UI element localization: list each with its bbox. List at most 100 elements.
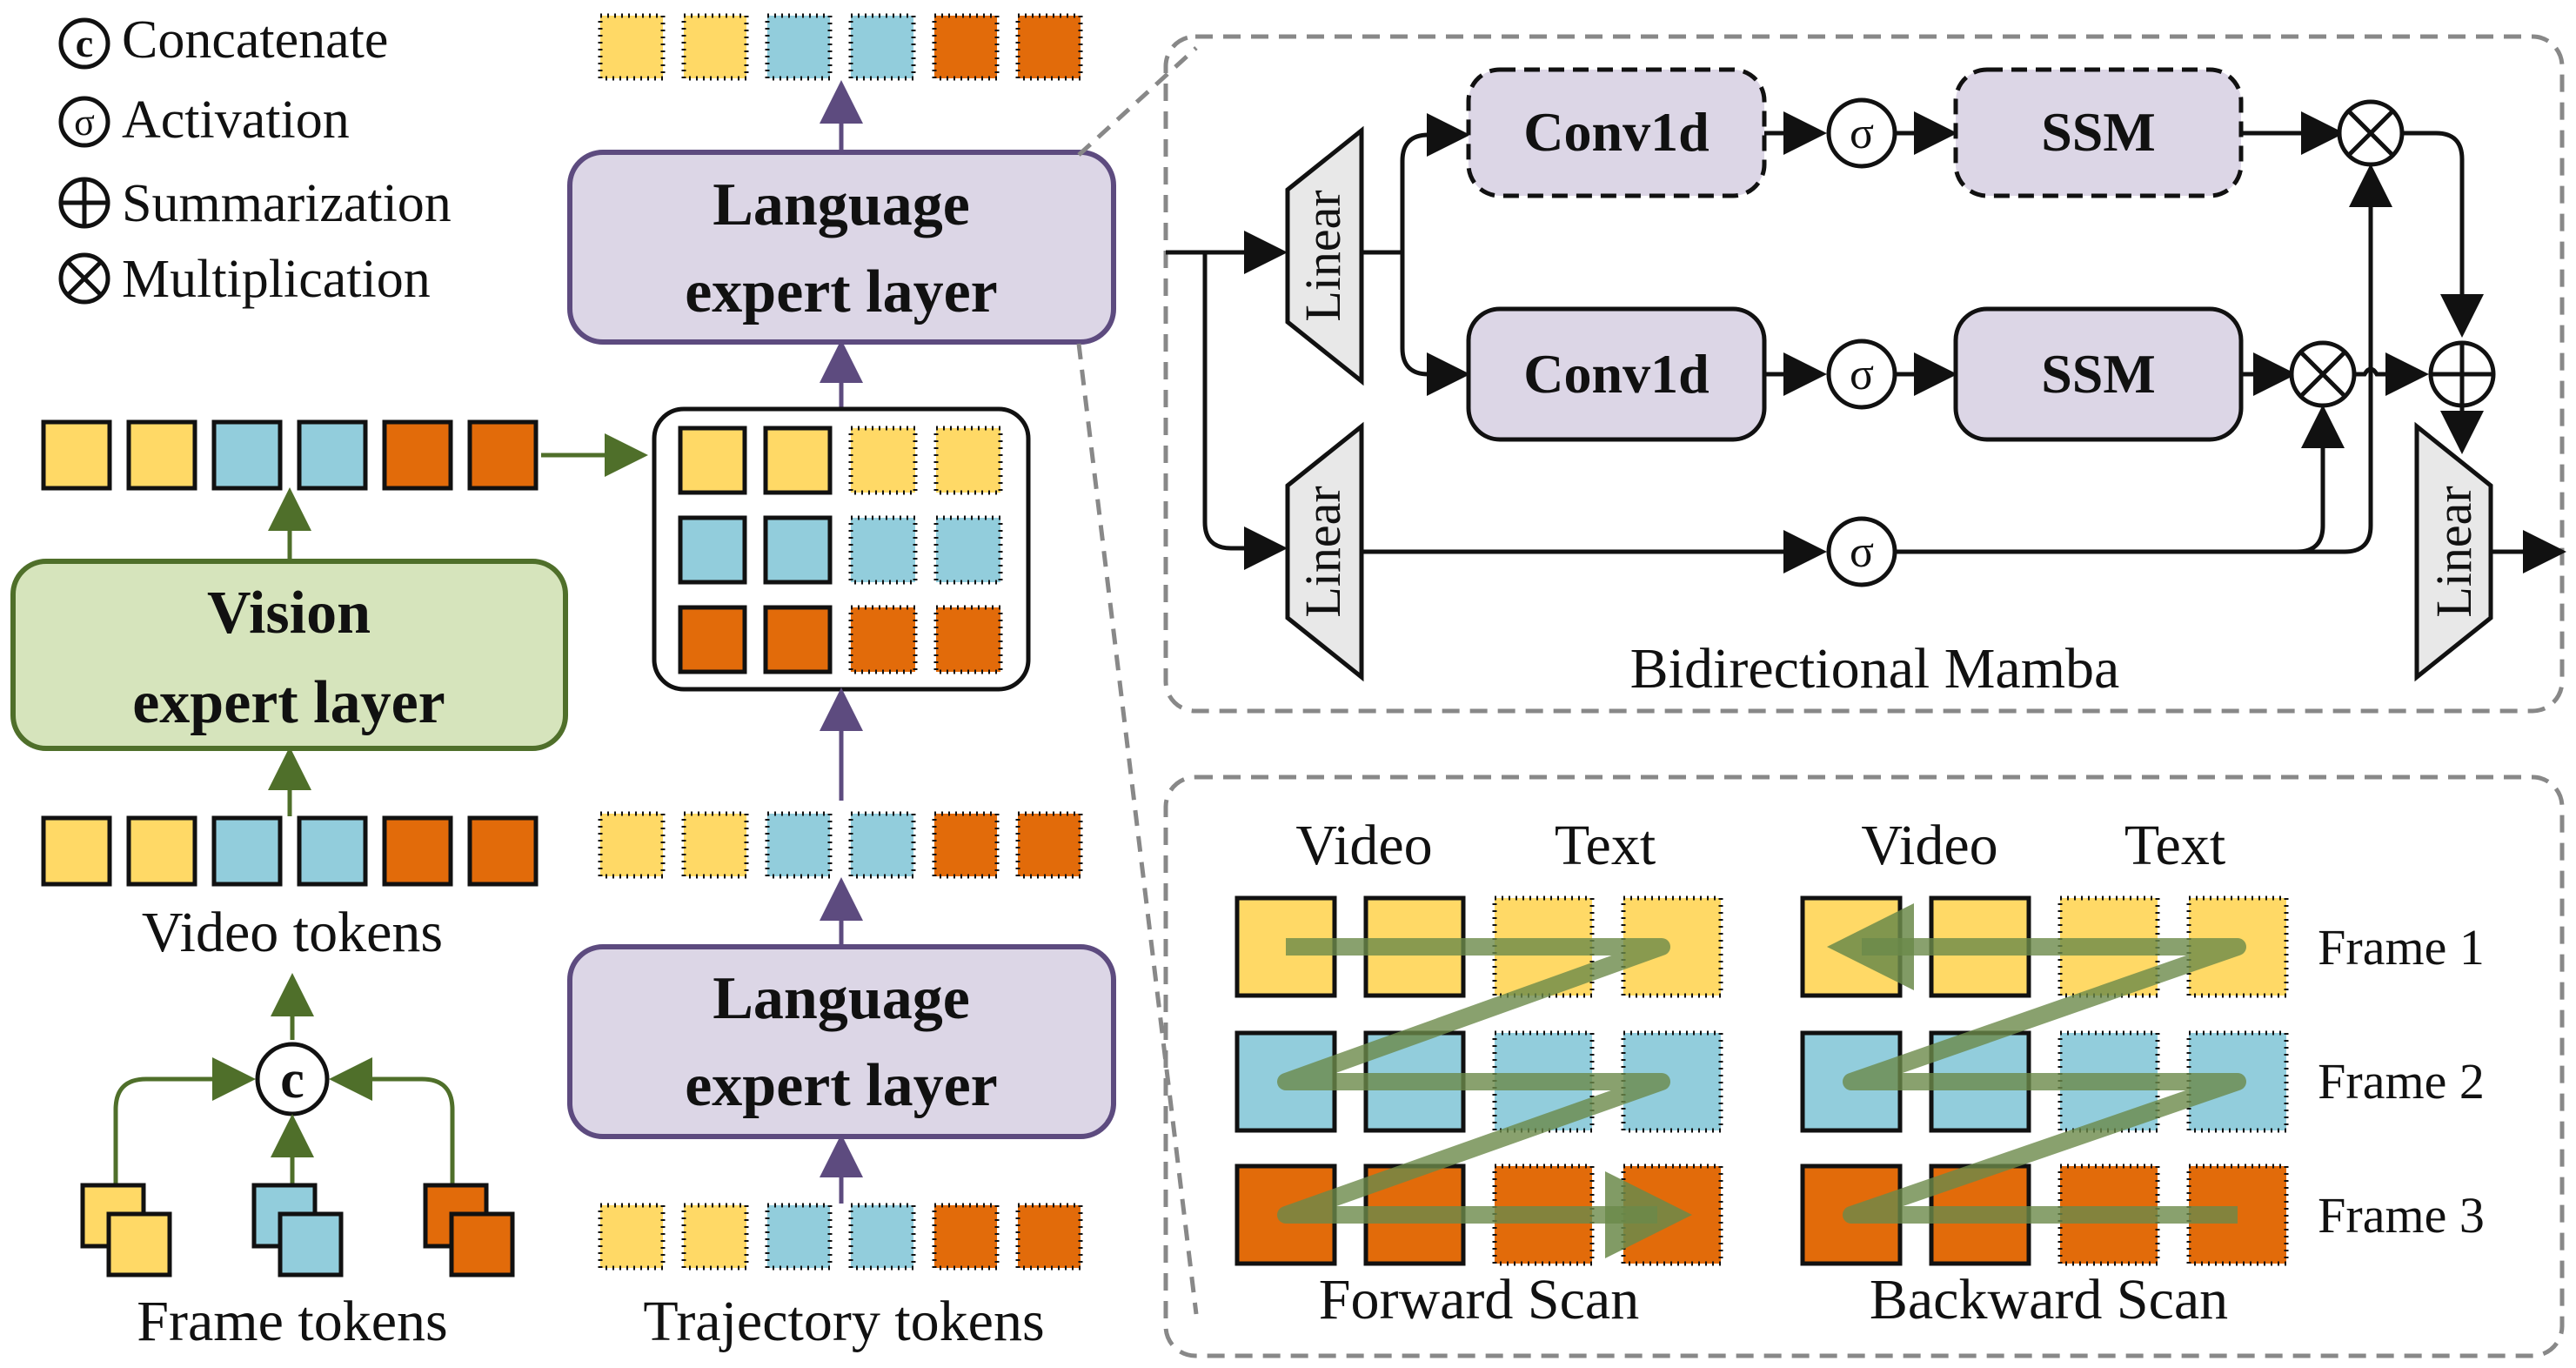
token-orange-dotted [1015,811,1083,879]
token-yellow [126,815,197,887]
backward-video-header: Video [1861,814,1997,877]
bidirectional-mamba-panel: Linear Linear Linear Conv1d σ SSM Conv1d… [1163,34,2566,714]
forward-video-header: Video [1295,814,1432,877]
token-yellow-dotted [598,13,666,81]
concat-grid-tokens [678,426,1003,674]
token-yellow [41,815,112,887]
linear-top-label: Linear [1295,190,1351,321]
frame-2-label: Frame 2 [2318,1053,2485,1110]
trajectory-tokens-label: Trajectory tokens [643,1290,1044,1353]
vision-expert-title: Vision [207,580,371,647]
mamba-title: Bidirectional Mamba [1630,637,2120,701]
linear-gate-label: Linear [1295,486,1351,617]
frame-token-yellow [80,1183,172,1277]
token-orange [678,605,747,674]
vision-branch: Vision expert layer Video tokens c [10,419,648,1353]
token-blue-dotted [933,515,1003,585]
token-blue [763,515,833,585]
token-orange-dotted [932,811,1000,879]
token-blue-dotted [848,1203,916,1271]
activation-legend-item: σ Activation [58,91,350,150]
token-blue-dotted [765,811,833,879]
linear-top-block [1285,125,1364,386]
token-orange [467,815,539,887]
token-orange-dotted [848,605,918,674]
token-yellow-dotted [933,426,1003,495]
token-blue [297,419,368,491]
token-yellow-dotted [681,1203,749,1271]
sum-node [2428,340,2496,408]
concat-legend-label: Concatenate [122,10,388,70]
token-blue-dotted [848,811,916,879]
backward-scan-arrow [1827,903,2246,1224]
token-yellow [678,426,747,495]
token-yellow [126,419,197,491]
token-blue-dotted [848,515,918,585]
token-orange-dotted [1015,1203,1083,1271]
language-expert-top-subtitle: expert layer [685,258,998,325]
multiplication-legend-item: Multiplication [58,250,431,309]
token-blue [297,815,368,887]
sigma-top-symbol: σ [1850,109,1874,158]
zoom-connector-top [1077,46,1198,157]
multiply-top-node [2337,99,2405,167]
language-expert-top-title: Language [713,171,970,238]
legend: c Concatenate σ Activation Summarization… [58,10,452,309]
forward-scan-label: Forward Scan [1319,1268,1639,1331]
token-blue-dotted [765,1203,833,1271]
frame-3-label: Frame 3 [2318,1187,2485,1244]
language-expert-bottom-subtitle: expert layer [685,1052,998,1119]
frame-token-blue [251,1183,344,1277]
concat-node-symbol: c [280,1050,304,1110]
token-orange-dotted [933,605,1003,674]
arrow-frame-left [113,1057,256,1184]
frame-1-label: Frame 1 [2318,919,2485,976]
vision-expert-subtitle: expert layer [132,669,445,736]
intermediate-tokens [598,811,1083,879]
sigma-gate-symbol: σ [1850,527,1874,577]
token-orange [382,815,453,887]
token-yellow [763,426,833,495]
video-tokens-label: Video tokens [142,901,443,964]
mamba-panel-frame [1163,34,2565,714]
summarization-legend-label: Summarization [122,174,452,233]
video-tokens [41,815,539,887]
scan-panel-frame [1163,775,2565,1358]
frame-token-orange [423,1183,515,1277]
token-yellow-dotted [598,811,666,879]
token-yellow-dotted [681,811,749,879]
token-blue-dotted [765,13,833,81]
linear-output-block [2414,421,2493,682]
conv1d-bottom-label: Conv1d [1523,343,1709,405]
conv1d-top-block [1466,67,1767,198]
activation-icon-symbol: σ [74,101,95,144]
token-blue [211,815,283,887]
vision-output-tokens [41,419,539,491]
scan-panel: Video Text Video Text [1163,775,2565,1358]
token-blue [211,419,283,491]
token-orange [763,605,833,674]
token-orange-dotted [932,1203,1000,1271]
zoom-connector-bottom [1076,343,1199,1315]
mul-bottom-to-sum [2354,352,2429,396]
concat-icon-symbol: c [76,21,93,65]
multiply-bottom-node [2289,340,2357,408]
times-circle-icon [58,252,110,305]
token-yellow-dotted [598,1203,666,1271]
activation-icon [58,96,110,148]
forward-scan-arrow [1277,938,1692,1258]
plus-circle-icon [58,177,110,229]
backward-text-header: Text [2124,814,2225,877]
gate-to-mul-top [2297,164,2392,554]
conv1d-top-label: Conv1d [1523,101,1709,163]
linear-gate-block [1285,421,1364,682]
token-yellow-dotted [848,426,918,495]
token-orange-dotted [1015,13,1083,81]
token-orange [467,419,539,491]
trajectory-tokens [598,1203,1083,1271]
forward-text-header: Text [1555,814,1656,877]
linear-top-to-backward [1400,252,1470,396]
language-branch: Language expert layer [567,13,1116,1353]
frame-tokens-label: Frame tokens [137,1290,447,1353]
token-yellow-dotted [681,13,749,81]
